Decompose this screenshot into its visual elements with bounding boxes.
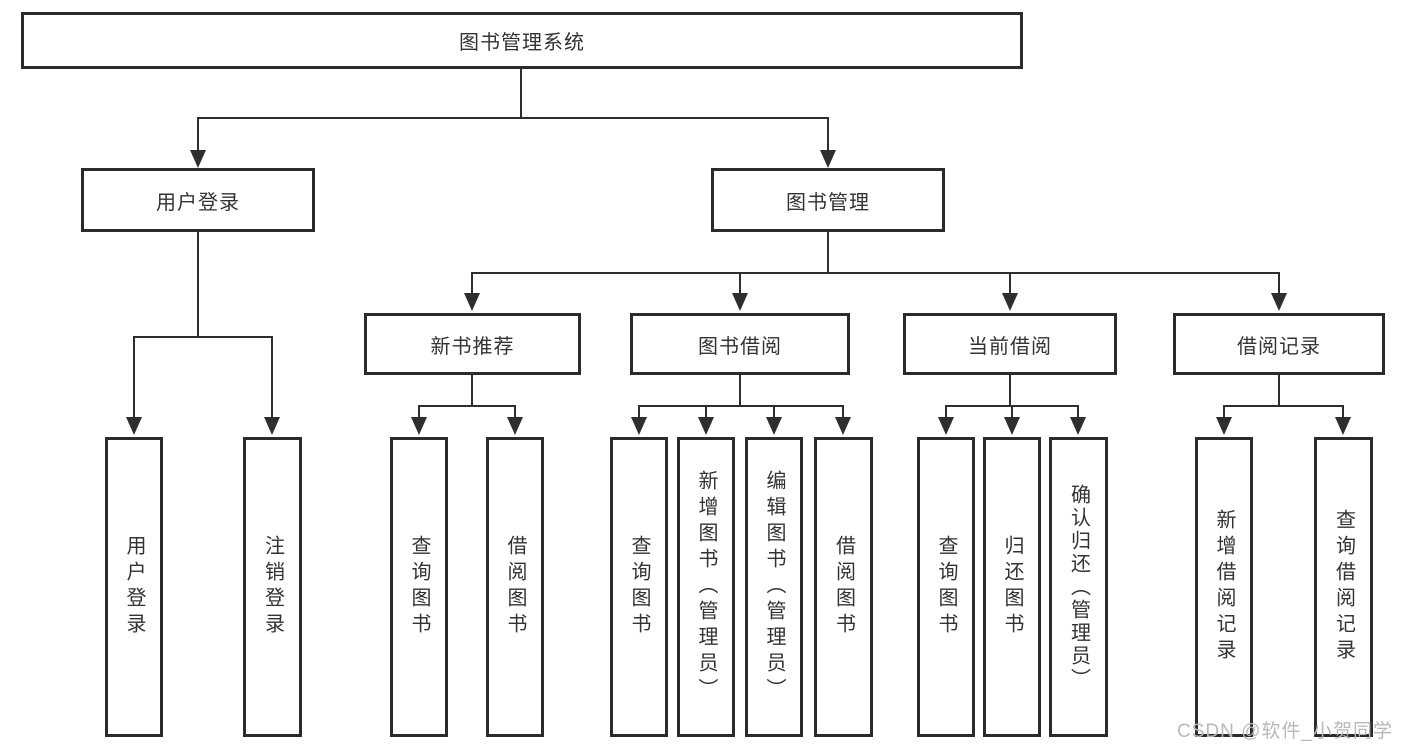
csdn-watermark: CSDN @软件_小贺同学 [1177,721,1393,742]
leaf-label: 查询借阅记录 [1332,509,1355,665]
connector-line [1278,272,1280,294]
node-borrow-records: 借阅记录 [1173,313,1385,375]
connector-line [638,405,640,418]
leaf-logout: 注销登录 [243,437,302,737]
leaf-label: 新增图书（管理员） [695,470,717,704]
arrowhead-icon [631,417,647,435]
connector-line [1278,375,1280,406]
connector-line [773,405,775,418]
arrowhead-icon [835,417,851,435]
node-current-borrow: 当前借阅 [903,313,1117,375]
connector-line [133,336,273,338]
connector-line [1009,272,1011,294]
arrowhead-icon [1002,293,1018,311]
connector-line [842,405,844,418]
arrowhead-icon [938,417,954,435]
leaf-borrow-books: 借阅图书 [814,437,873,737]
leaf-query-books-current: 查询图书 [917,437,975,737]
arrowhead-icon [464,293,480,311]
connector-line [271,336,273,418]
node-label: 当前借阅 [968,335,1052,358]
connector-line [739,375,741,406]
leaf-label: 查询图书 [408,535,430,639]
node-label: 新书推荐 [430,335,515,358]
connector-line [197,117,829,119]
connector-line [419,405,516,407]
leaf-label: 查询图书 [628,535,650,639]
connector-line [1009,375,1011,406]
arrowhead-icon [1004,417,1020,435]
node-label: 用户登录 [156,191,240,214]
leaf-borrow-books-recommend: 借阅图书 [486,437,544,737]
arrowhead-icon [126,417,142,435]
connector-line [471,272,473,294]
connector-line [133,336,135,418]
arrowhead-icon [1271,293,1287,311]
arrowhead-icon [698,417,714,435]
arrowhead-icon [766,417,782,435]
arrowhead-icon [190,150,206,168]
connector-line [514,405,516,418]
node-label: 图书管理系统 [459,32,585,54]
leaf-query-borrow-record: 查询借阅记录 [1314,437,1373,737]
leaf-label: 用户登录 [123,535,145,639]
leaf-return-books: 归还图书 [983,437,1041,737]
node-book-borrow: 图书借阅 [630,313,850,375]
leaf-label: 查询图书 [935,535,957,639]
node-label: 图书借阅 [698,335,782,358]
connector-line [471,375,473,406]
connector-line [1011,405,1013,418]
leaf-label: 注销登录 [261,535,284,639]
node-library-system-root: 图书管理系统 [21,12,1023,69]
leaf-add-books-admin: 新增图书（管理员） [677,437,735,737]
leaf-confirm-return-admin: 确认归还（管理员） [1049,437,1108,737]
arrowhead-icon [1216,417,1232,435]
connector-line [520,68,522,119]
connector-line [1224,405,1344,407]
leaf-query-books-recommend: 查询图书 [390,437,448,737]
connector-line [827,117,829,151]
leaf-user-login: 用户登录 [105,437,163,737]
leaf-edit-books-admin: 编辑图书（管理员） [745,437,803,737]
arrowhead-icon [732,293,748,311]
leaf-label: 新增借阅记录 [1213,509,1235,665]
arrowhead-icon [820,150,836,168]
connector-line [1223,405,1225,418]
leaf-label: 编辑图书（管理员） [763,470,785,704]
connector-line [1077,405,1079,418]
leaf-label: 借阅图书 [504,535,526,639]
connector-line [1342,405,1344,418]
arrowhead-icon [507,417,523,435]
connector-line [705,405,707,418]
connector-line [639,405,844,407]
leaf-add-borrow-record: 新增借阅记录 [1195,437,1253,737]
node-label: 借阅记录 [1237,335,1321,358]
leaf-query-books-borrow: 查询图书 [610,437,668,737]
arrowhead-icon [1335,417,1351,435]
connector-line [739,272,741,294]
leaf-label: 借阅图书 [832,535,855,639]
arrowhead-icon [264,417,280,435]
connector-line [418,405,420,418]
connector-line [827,232,829,273]
arrowhead-icon [1070,417,1086,435]
node-new-book-recommend: 新书推荐 [364,313,581,375]
leaf-label: 确认归还（管理员） [1067,483,1090,691]
node-book-management: 图书管理 [711,168,945,232]
connector-line [197,232,199,338]
connector-line [472,272,1280,274]
connector-line [945,405,947,418]
arrowhead-icon [411,417,427,435]
connector-line [197,117,199,151]
node-label: 图书管理 [786,191,870,214]
node-user-login: 用户登录 [81,168,315,232]
leaf-label: 归还图书 [1001,535,1023,639]
